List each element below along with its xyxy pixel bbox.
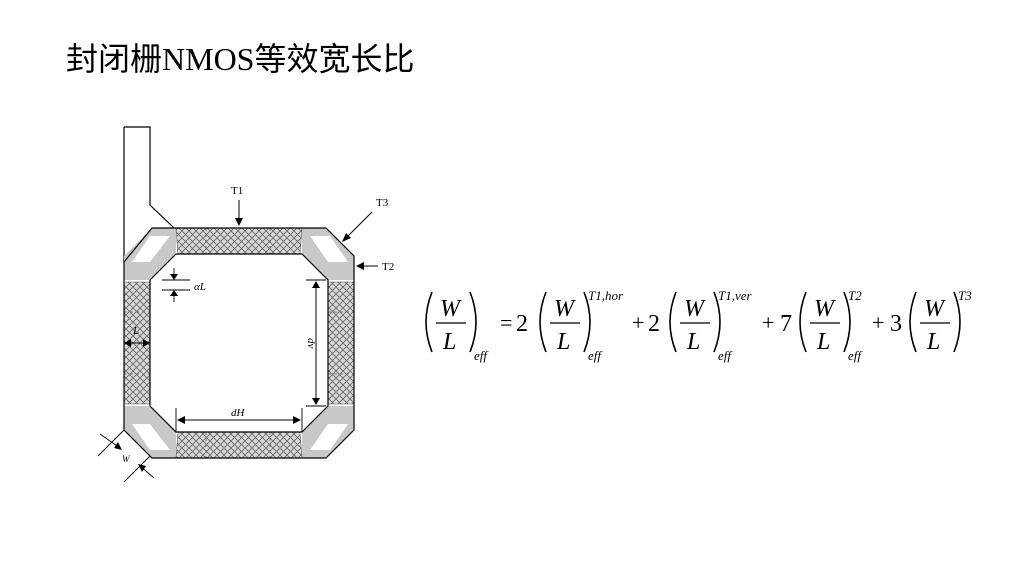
frac-num-1: W [554, 296, 576, 322]
frac-num-4: W [924, 296, 946, 322]
coef-3: 3 [890, 311, 902, 337]
t2-label: T2 [382, 261, 394, 273]
coef-2b: 2 [648, 311, 660, 337]
t1-label: T1 [231, 185, 243, 197]
corner-bevel-top-left [132, 236, 170, 262]
plus-2: + [762, 310, 774, 335]
frac-den-4: L [926, 329, 940, 355]
coef-2a: 2 [516, 311, 528, 337]
t3-label: T3 [376, 197, 389, 209]
corner-bevel-bottom-right [310, 424, 348, 450]
dh-label: dH [231, 407, 246, 419]
dv-arrowhead-bottom [312, 398, 320, 405]
sub-eff-0: eff [474, 348, 489, 363]
dv-arrowhead-top [312, 281, 320, 288]
l-arrowhead-left [124, 339, 131, 347]
sup-t1-ver: T1,ver [718, 288, 753, 303]
t2-arrowhead [356, 262, 364, 270]
w-arrowhead-upper [114, 442, 122, 450]
frac-num-0: W [440, 296, 462, 322]
plus-3: + [872, 310, 884, 335]
frac-den-0: L [442, 329, 456, 355]
frac-den-1: L [556, 329, 570, 355]
l-label: L [132, 325, 139, 337]
w-label: W [122, 454, 131, 464]
coef-7: 7 [780, 311, 792, 337]
dv-label: dv [305, 338, 317, 349]
corner-bevel-bottom-left [132, 424, 170, 450]
gate-contact-strip [123, 126, 175, 262]
t1-arrowhead [235, 218, 243, 226]
plus-1: + [632, 310, 644, 335]
alpha-l-label: αL [194, 281, 206, 293]
formula-parens [425, 291, 961, 353]
frac-den-3: L [816, 329, 830, 355]
equals-sign: = [500, 310, 512, 335]
t3-arrow [343, 211, 373, 241]
alpha-l-arrowhead-top [170, 274, 178, 280]
frac-den-2: L [686, 329, 700, 355]
w-dimension-line-upper [97, 429, 125, 457]
frac-num-2: W [684, 296, 706, 322]
sup-t2: T2 [848, 288, 862, 303]
w-dimension-line-lower [123, 455, 151, 483]
corner-bevel-top-right [310, 236, 348, 262]
sup-t3: T3 [958, 288, 972, 303]
sub-eff-2: eff [718, 348, 733, 363]
sub-eff-3: eff [848, 348, 863, 363]
sub-eff-1: eff [588, 348, 603, 363]
segment-dividers [124, 228, 354, 458]
outer-outline [123, 227, 355, 459]
l-arrowhead-right [143, 339, 150, 347]
w-arrowhead-lower [138, 464, 146, 472]
dh-arrowhead-right [293, 416, 301, 424]
page-title: 封闭栅NMOS等效宽长比 [66, 41, 415, 77]
t3-arrowhead [342, 233, 351, 242]
frac-num-3: W [814, 296, 836, 322]
dh-arrowhead-left [177, 416, 185, 424]
alpha-l-arrowhead-bottom [170, 290, 178, 296]
sup-t1-hor: T1,hor [588, 288, 624, 303]
